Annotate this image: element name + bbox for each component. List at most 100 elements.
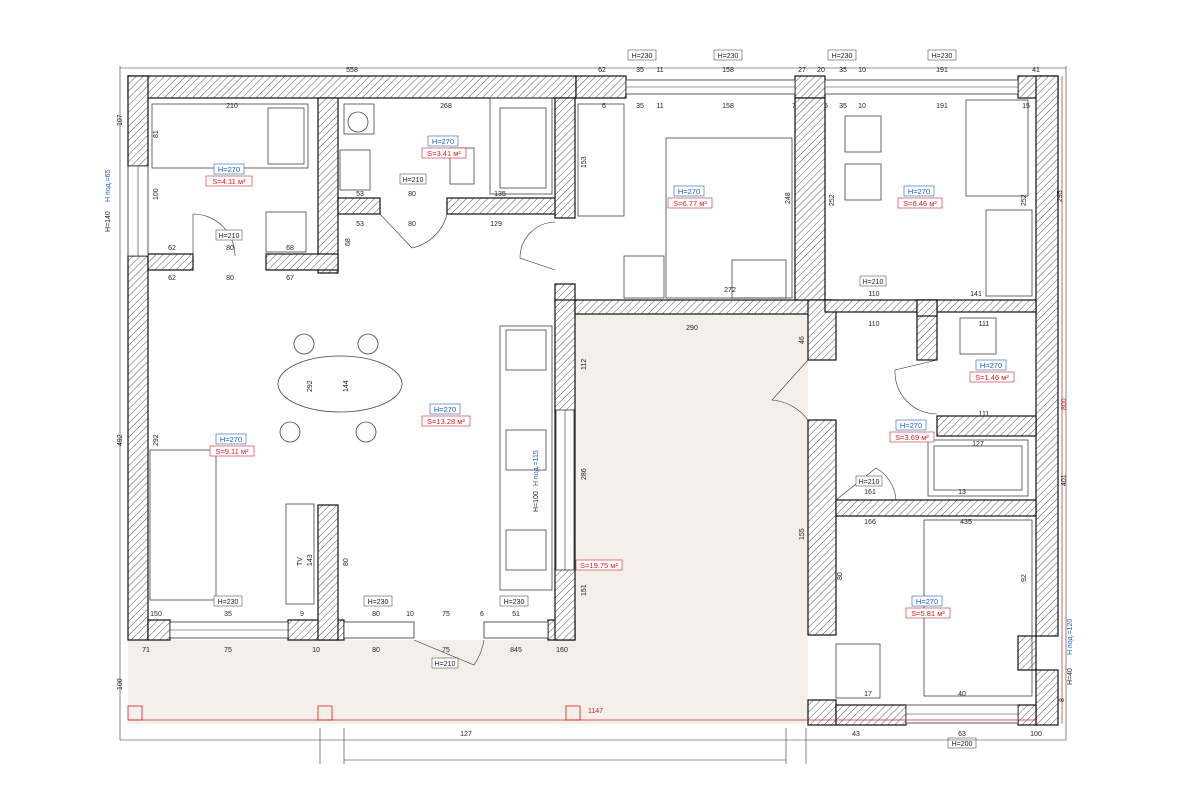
room-kitchen-dining-label: H=270 S=13.28 м² [421,403,471,427]
svg-text:127: 127 [972,441,984,448]
svg-text:H=230: H=230 [368,599,389,606]
svg-text:S=19.75 м²: S=19.75 м² [580,561,618,570]
svg-text:1147: 1147 [588,708,603,715]
svg-text:H=200: H=200 [952,741,973,748]
svg-text:S=6.77 м²: S=6.77 м² [673,199,707,208]
svg-text:127: 127 [460,731,472,738]
room-wc-label: H=270 S=1.46 м² [969,359,1015,383]
svg-text:11: 11 [656,103,663,110]
svg-text:80: 80 [408,191,416,198]
room-bedroom-main-label: H=270 S=6.77 м² [667,185,713,209]
svg-text:35: 35 [636,103,644,110]
svg-text:H=210: H=210 [859,479,880,486]
svg-text:286: 286 [581,468,588,480]
room-hall-label: S=19.75 м² [575,559,623,571]
svg-text:15: 15 [1022,103,1030,110]
svg-text:75: 75 [442,611,450,618]
furniture [149,97,1033,699]
svg-text:401: 401 [1061,474,1068,486]
svg-text:H=140: H=140 [105,211,112,232]
svg-text:135: 135 [494,191,506,198]
svg-text:H=210: H=210 [435,661,456,668]
svg-text:71: 71 [142,647,150,654]
svg-text:H=230: H=230 [504,599,525,606]
svg-text:153: 153 [581,156,588,168]
svg-text:H=270: H=270 [980,361,1002,370]
svg-text:248: 248 [785,192,792,204]
svg-text:H=270: H=270 [218,165,240,174]
svg-text:107: 107 [117,114,124,126]
svg-text:151: 151 [581,584,588,596]
svg-text:6: 6 [602,103,606,110]
svg-text:10: 10 [312,647,320,654]
svg-text:191: 191 [936,103,948,110]
svg-text:252: 252 [829,194,836,206]
svg-text:S=6.46 м²: S=6.46 м² [903,199,937,208]
room-living-label: H=270 S=9.11 м² [209,433,255,457]
svg-text:62: 62 [598,67,606,74]
side-labels: H=140 H под.=65 H=40 H под.=120 H=100 H … [105,169,1074,715]
svg-text:143: 143 [307,554,314,566]
svg-text:141: 141 [970,291,982,298]
svg-text:80: 80 [226,275,234,282]
svg-text:80: 80 [372,611,380,618]
svg-text:63: 63 [958,731,966,738]
svg-text:S=5.81 м²: S=5.81 м² [911,609,945,618]
svg-text:80: 80 [837,572,844,580]
svg-text:68: 68 [345,238,352,246]
room-sauna-label: H=270 S=5.81 м² [905,595,951,619]
hall-floor [575,312,808,642]
svg-text:H=270: H=270 [900,421,922,430]
svg-text:110: 110 [868,321,879,328]
svg-text:295: 295 [1057,190,1064,202]
svg-text:H=270: H=270 [220,435,242,444]
svg-text:H=230: H=230 [932,53,953,60]
svg-text:10: 10 [858,103,866,110]
svg-text:80: 80 [372,647,380,654]
svg-text:17: 17 [864,691,872,698]
svg-text:H=270: H=270 [916,597,938,606]
svg-text:100: 100 [117,678,124,690]
svg-text:S=4.11 м²: S=4.11 м² [212,177,246,186]
svg-text:6: 6 [480,611,484,618]
svg-text:268: 268 [440,103,452,110]
svg-text:53: 53 [356,221,364,228]
svg-text:H=100: H=100 [533,491,540,512]
svg-text:210: 210 [226,103,238,110]
svg-text:H=270: H=270 [432,137,454,146]
svg-text:129: 129 [490,221,502,228]
svg-text:35: 35 [839,67,847,74]
svg-text:158: 158 [722,103,734,110]
svg-text:H=40: H=40 [1067,668,1074,685]
svg-text:292: 292 [153,434,160,446]
svg-text:H=210: H=210 [863,279,884,286]
svg-text:35: 35 [224,611,232,618]
svg-text:492: 492 [117,434,124,446]
svg-text:150: 150 [150,611,162,618]
svg-text:53: 53 [356,191,364,198]
svg-text:558: 558 [346,67,358,74]
svg-text:H=230: H=230 [218,599,239,606]
svg-text:41: 41 [1032,67,1040,74]
svg-text:35: 35 [839,103,847,110]
svg-text:H=270: H=270 [434,405,456,414]
svg-text:62: 62 [168,245,176,252]
svg-text:H=210: H=210 [219,233,240,240]
svg-text:290: 290 [686,325,698,332]
svg-text:845: 845 [510,647,522,654]
svg-text:144: 144 [343,380,350,392]
svg-text:100: 100 [1030,731,1042,738]
svg-text:80: 80 [226,245,234,252]
svg-text:435: 435 [960,519,972,526]
svg-text:160: 160 [556,647,568,654]
dimension-numbers: 558 62 35 11 158 27 20 35 10 191 41 210 … [117,67,1068,738]
room-bedroom-small-label: H=270 S=4.11 м² [205,163,253,187]
room-bathroom-1-label: H=270 S=3.41 м² [421,135,467,159]
svg-text:H=270: H=270 [908,187,930,196]
svg-text:TV: TV [297,557,304,566]
room-labels: H=270 S=4.11 м² H=270 S=3.41 м² H=270 S=… [205,135,1015,619]
svg-text:H под.=65: H под.=65 [105,169,112,202]
svg-text:75: 75 [224,647,232,654]
svg-text:46: 46 [799,336,806,344]
